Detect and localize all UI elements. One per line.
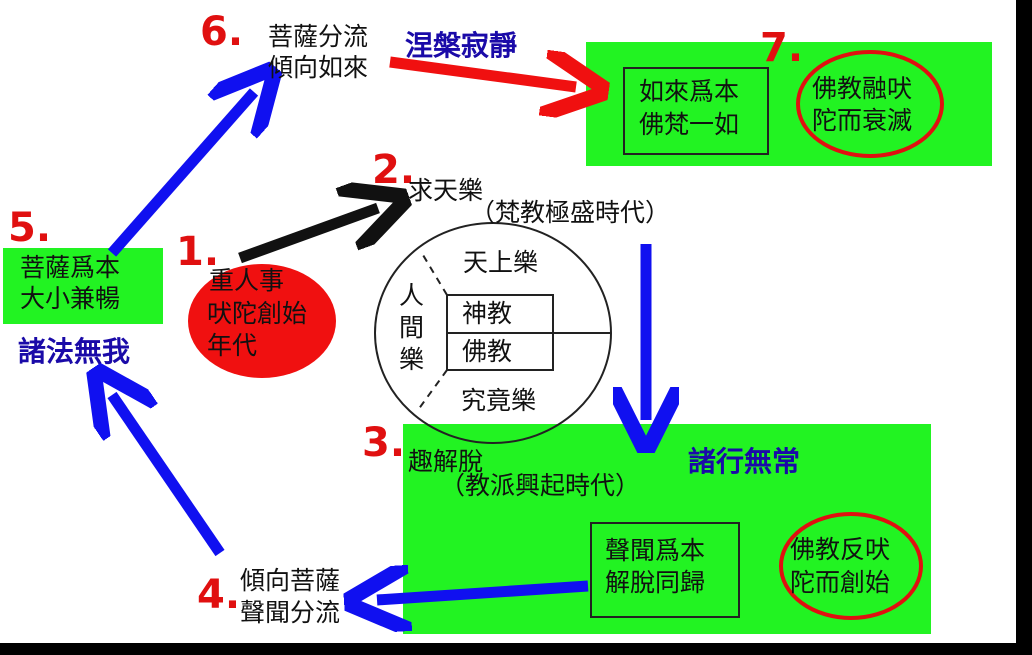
decline-line-2: 陀而衰滅	[812, 106, 913, 135]
stage-3-number: 3.	[362, 420, 406, 466]
realm-bottom-label: 究竟樂	[461, 386, 537, 415]
frame-edge-bottom	[0, 643, 1032, 655]
stage-3-line-2: （教派興起時代）	[440, 471, 641, 500]
arrow-5-to-6	[107, 92, 254, 257]
founded-circle	[779, 512, 923, 620]
panel-stage-7	[586, 42, 992, 166]
realm-divider-bottom	[417, 369, 448, 411]
arrow-3-to-4	[377, 586, 589, 600]
founded-line-2: 陀而創始	[790, 568, 891, 597]
title-nirvana-tranquil: 涅槃寂靜	[405, 29, 518, 62]
stage-3-line-1: 趣解脫	[408, 447, 484, 476]
stage-5-line-2: 大小兼暢	[20, 284, 121, 313]
decline-line-1: 佛教融吠	[812, 74, 913, 103]
stage-4-number: 4.	[197, 572, 241, 618]
panel-stage-3	[403, 424, 931, 634]
sravaka-line-1: 聲聞爲本	[605, 536, 706, 565]
realm-left-1: 人	[399, 281, 425, 310]
stage-1-line-3: 年代	[207, 331, 258, 360]
stage-1-line-2: 吠陀創始	[207, 299, 308, 328]
tathagata-box	[623, 67, 769, 155]
stage-5-number: 5.	[8, 205, 52, 251]
stage-6-line-1: 菩薩分流	[268, 22, 369, 51]
sravaka-box	[590, 522, 740, 618]
stage-6-number: 6.	[200, 9, 244, 55]
arrow-4-to-5	[112, 395, 225, 557]
realm-box-fojiao	[446, 332, 554, 371]
frame-edge-right	[1016, 0, 1032, 655]
stage-7-number: 7.	[760, 25, 804, 71]
title-all-dharmas-no-self: 諸法無我	[18, 335, 131, 368]
realm-divider-top	[422, 254, 448, 296]
stage-2-line-2: （梵教極盛時代）	[470, 198, 671, 227]
stage-2-number: 2.	[372, 147, 416, 193]
stage-1-oval	[188, 264, 336, 378]
stage-4-line-2: 聲聞分流	[240, 598, 341, 627]
realm-circle	[374, 222, 612, 444]
stage-6-line-2: 傾向如來	[268, 53, 369, 82]
realm-left-2: 間	[399, 313, 425, 342]
stage-1-number: 1.	[176, 229, 220, 275]
panel-stage-5	[3, 248, 163, 324]
realm-top-label: 天上樂	[463, 248, 539, 277]
realm-middle-1: 神教	[462, 299, 513, 328]
stage-4-line-1: 傾向菩薩	[240, 566, 341, 595]
stage-1-line-1: 重人事	[209, 266, 285, 295]
arrow-1-to-2	[238, 208, 378, 264]
stage-2-line-1: 求天樂	[408, 176, 484, 205]
realm-left-3: 樂	[399, 345, 425, 374]
decline-circle	[796, 50, 944, 158]
title-impermanence: 諸行無常	[688, 445, 801, 478]
founded-line-1: 佛教反吠	[790, 535, 891, 564]
realm-middle-2: 佛教	[462, 337, 513, 366]
tathagata-line-1: 如來爲本	[639, 77, 740, 106]
sravaka-line-2: 解脫同歸	[605, 568, 706, 597]
arrow-6-to-7	[389, 62, 576, 87]
tathagata-line-2: 佛梵一如	[639, 110, 740, 139]
stage-5-line-1: 菩薩爲本	[20, 253, 121, 282]
